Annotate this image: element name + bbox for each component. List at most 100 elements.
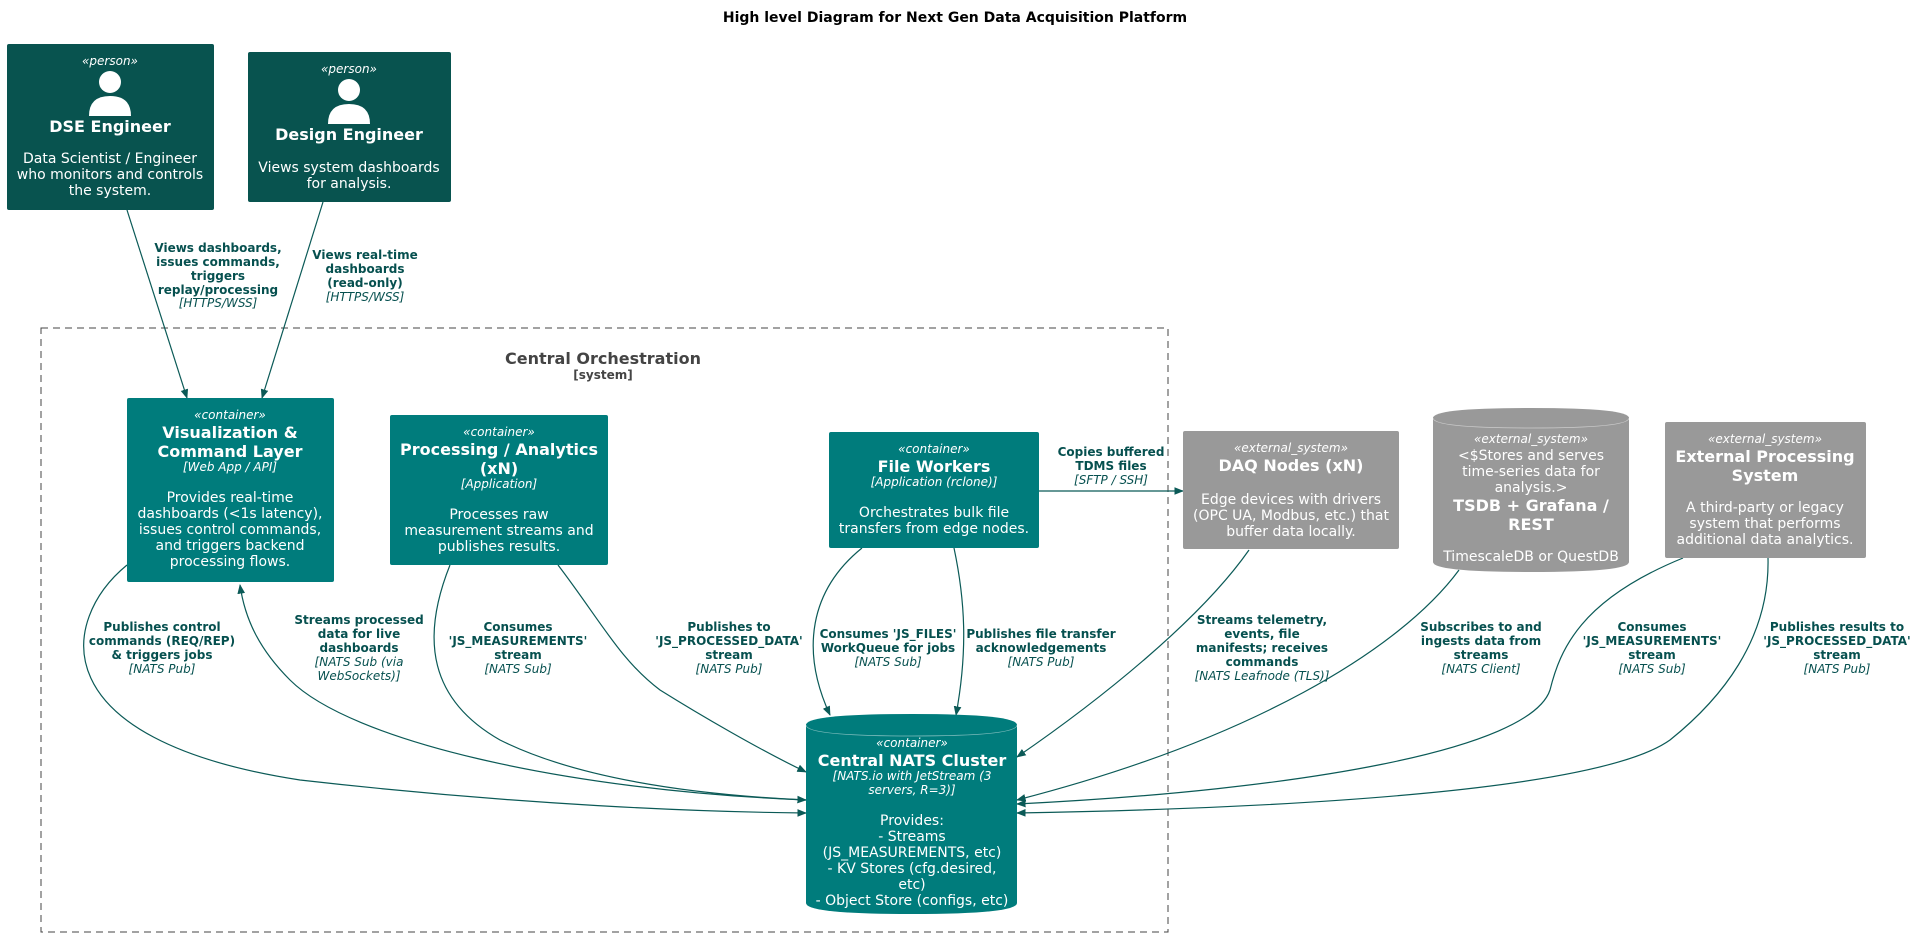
svg-text:[Web App / API]: [Web App / API] — [183, 460, 277, 474]
node-central-nats-cluster[interactable]: «container» Central NATS Cluster [NATS.i… — [805, 714, 1018, 914]
svg-text:DAQ Nodes (xN): DAQ Nodes (xN) — [1219, 456, 1364, 475]
node-visualization-command-layer[interactable]: «container» Visualization &Command Layer… — [127, 398, 334, 582]
svg-text:«container»: «container» — [876, 736, 948, 750]
boundary-title: Central Orchestration — [505, 349, 701, 368]
svg-text:Streams telemetry,events, file: Streams telemetry,events, filemanifests;… — [1196, 613, 1328, 669]
svg-text:[Application (rclone)]: [Application (rclone)] — [871, 475, 998, 489]
edge-proc-cons — [433, 564, 807, 804]
svg-text:«container»: «container» — [463, 425, 535, 439]
svg-text:[Application]: [Application] — [461, 477, 538, 491]
system-boundary: Central Orchestration [system] — [40, 327, 1169, 933]
svg-text:Central NATS Cluster: Central NATS Cluster — [818, 751, 1007, 770]
svg-text:«external_system»: «external_system» — [1234, 441, 1348, 455]
edge-label-files-cons: Consumes 'JS_FILES'WorkQueue for jobs [N… — [820, 627, 957, 669]
svg-text:Consumes'JS_MEASUREMENTS'strea: Consumes'JS_MEASUREMENTS'stream — [1583, 620, 1722, 662]
edge-tsdb-nats — [1016, 569, 1460, 802]
edge-label-ext-cons: Consumes'JS_MEASUREMENTS'stream [NATS Su… — [1583, 620, 1722, 676]
svg-text:TimescaleDB or QuestDB: TimescaleDB or QuestDB — [1442, 549, 1619, 565]
svg-text:«external_system»: «external_system» — [1708, 432, 1822, 446]
svg-text:Provides:- Streams(JS_MEASUREM: Provides:- Streams(JS_MEASUREMENTS, etc)… — [816, 813, 1009, 909]
edge-ext-pub — [1016, 557, 1769, 817]
svg-text:[NATS Client]: [NATS Client] — [1441, 662, 1520, 676]
svg-text:[NATS Sub]: [NATS Sub] — [484, 662, 552, 676]
svg-text:[NATS Pub]: [NATS Pub] — [129, 662, 196, 676]
person-icon — [89, 71, 131, 116]
diagram-title: High level Diagram for Next Gen Data Acq… — [723, 10, 1187, 26]
svg-text:[HTTPS/WSS]: [HTTPS/WSS] — [326, 290, 405, 304]
edge-nats-vis — [237, 584, 807, 801]
node-file-workers[interactable]: «container» File Workers [Application (r… — [829, 432, 1039, 548]
edge-label-proc-cons: Consumes'JS_MEASUREMENTS'stream [NATS Su… — [449, 620, 588, 676]
edge-proc-pub — [557, 564, 807, 773]
edge-daq-nats — [1016, 549, 1250, 758]
svg-text:[NATS Sub]: [NATS Sub] — [1618, 662, 1686, 676]
boundary-subtitle: [system] — [573, 368, 632, 382]
svg-text:Views dashboards,issues comman: Views dashboards,issues commands,trigger… — [154, 241, 281, 297]
svg-text:«person»: «person» — [321, 62, 377, 76]
svg-text:[HTTPS/WSS]: [HTTPS/WSS] — [179, 296, 258, 310]
svg-text:TSDB + Grafana /REST: TSDB + Grafana /REST — [1453, 496, 1609, 534]
svg-text:Design Engineer: Design Engineer — [275, 125, 423, 144]
svg-text:«external_system»: «external_system» — [1474, 432, 1588, 446]
edge-files-cons — [812, 547, 863, 716]
edges — [83, 201, 1769, 817]
edge-label-dse-vis: Views dashboards,issues commands,trigger… — [154, 241, 281, 310]
svg-text:«container»: «container» — [194, 408, 266, 422]
edge-ext-cons — [1016, 557, 1684, 808]
svg-text:[NATS Pub]: [NATS Pub] — [1008, 655, 1075, 669]
svg-text:«container»: «container» — [898, 442, 970, 456]
edge-dse-vis — [126, 209, 189, 399]
svg-text:Consumes'JS_MEASUREMENTS'strea: Consumes'JS_MEASUREMENTS'stream — [449, 620, 588, 662]
svg-text:Publishes to'JS_PROCESSED_DATA: Publishes to'JS_PROCESSED_DATA'stream — [655, 620, 802, 662]
edge-label-proc-pub: Publishes to'JS_PROCESSED_DATA'stream [N… — [655, 620, 802, 676]
edge-vis-nats — [83, 564, 807, 817]
svg-text:DSE Engineer: DSE Engineer — [49, 117, 171, 136]
svg-text:[NATS Pub]: [NATS Pub] — [696, 662, 763, 676]
node-design-engineer[interactable]: «person» Design Engineer Views system da… — [248, 52, 451, 202]
edge-files-pub — [953, 547, 965, 716]
edge-label-ext-pub: Publishes results to'JS_PROCESSED_DATA's… — [1763, 620, 1910, 676]
svg-text:«person»: «person» — [82, 54, 138, 68]
svg-text:[NATS Sub]: [NATS Sub] — [854, 655, 922, 669]
person-icon — [328, 79, 370, 124]
svg-text:File Workers: File Workers — [878, 457, 991, 476]
svg-text:Visualization &Command Layer: Visualization &Command Layer — [158, 423, 303, 461]
node-processing-analytics[interactable]: «container» Processing / Analytics(xN) [… — [390, 415, 608, 565]
node-daq-nodes[interactable]: «external_system» DAQ Nodes (xN) Edge de… — [1183, 431, 1399, 549]
svg-text:[SFTP / SSH]: [SFTP / SSH] — [1074, 473, 1148, 487]
edge-design-vis — [260, 201, 324, 399]
svg-text:Processing / Analytics(xN): Processing / Analytics(xN) — [400, 440, 598, 478]
svg-text:[NATS Pub]: [NATS Pub] — [1804, 662, 1871, 676]
svg-text:Edge devices with drivers(OPC: Edge devices with drivers(OPC UA, Modbus… — [1193, 492, 1389, 540]
svg-text:Consumes 'JS_FILES'WorkQueue f: Consumes 'JS_FILES'WorkQueue for jobs — [820, 627, 957, 655]
node-dse-engineer[interactable]: «person» DSE Engineer Data Scientist / E… — [7, 44, 214, 210]
svg-text:[NATS Leafnode (TLS)]: [NATS Leafnode (TLS)] — [1195, 669, 1330, 683]
svg-text:Publishes results to'JS_PROCES: Publishes results to'JS_PROCESSED_DATA's… — [1763, 620, 1910, 662]
